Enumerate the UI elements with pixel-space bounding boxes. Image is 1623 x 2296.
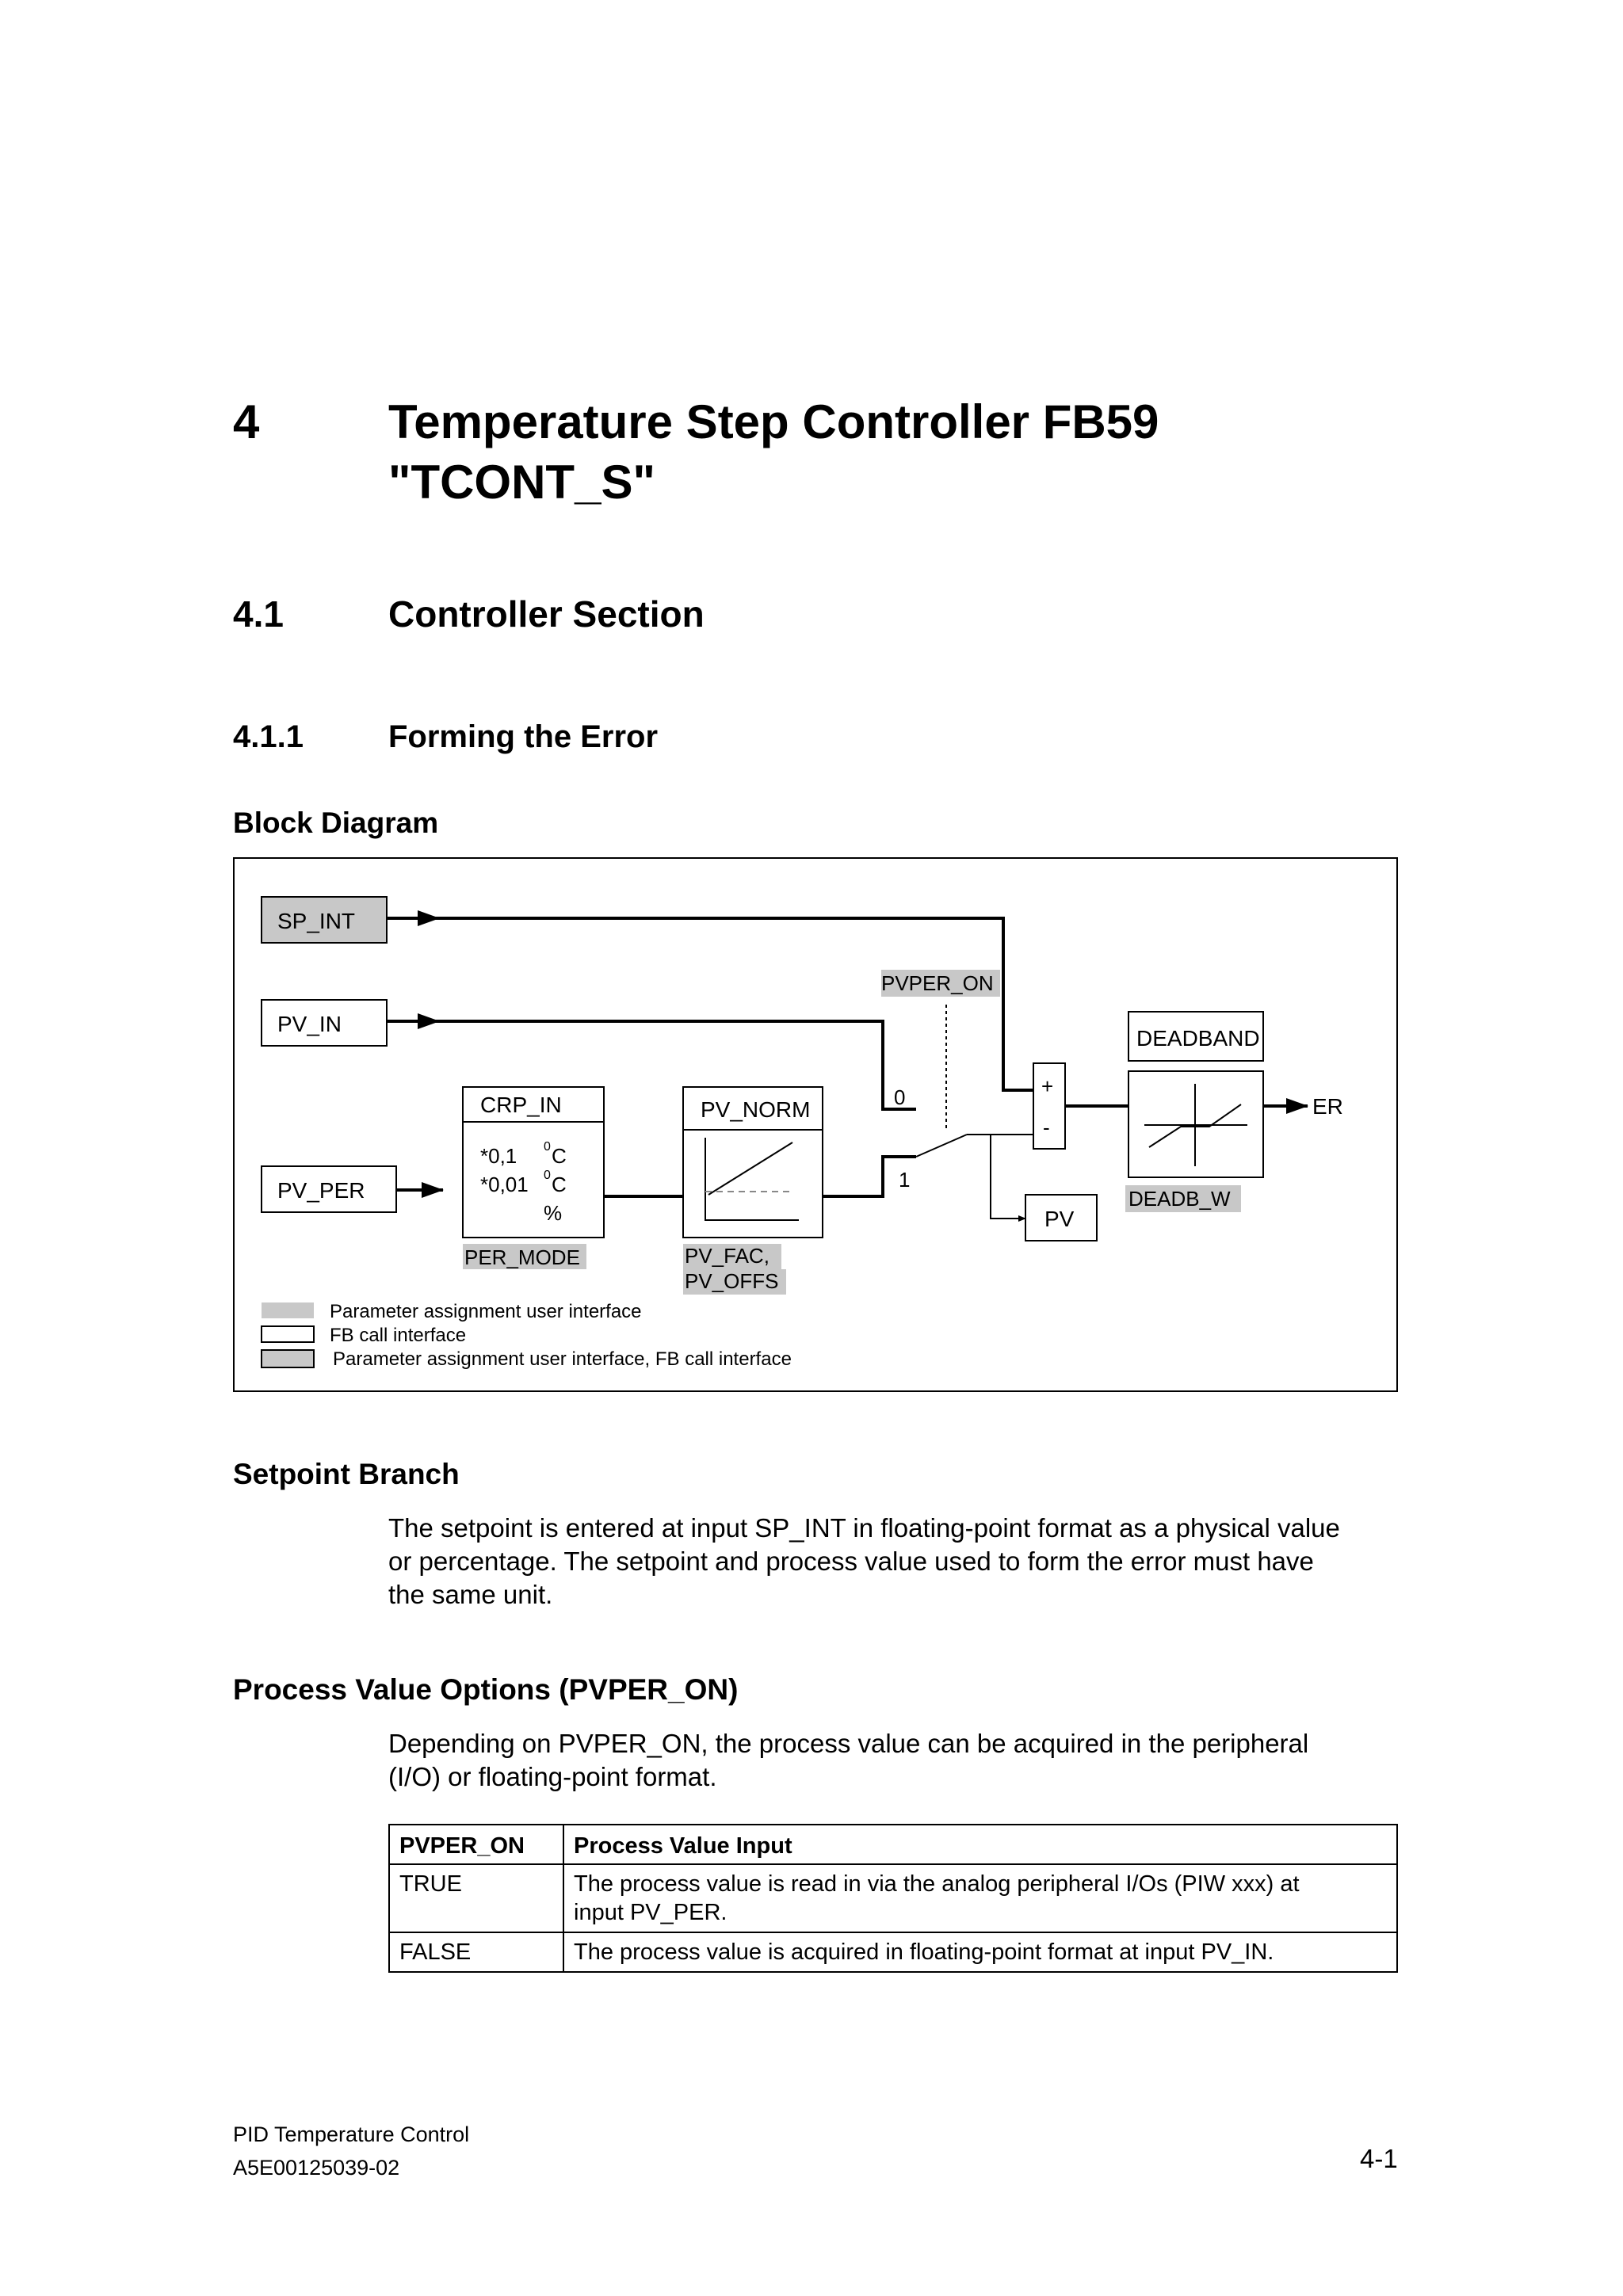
legend: Parameter assignment user interface FB c… (261, 1301, 792, 1370)
table-cell-line: The process value is read in via the ana… (574, 1871, 1300, 1897)
table-header-row: PVPER_ON Process Value Input (388, 1824, 1398, 1865)
norm-curve (708, 1142, 793, 1196)
pv-in-label: PV_IN (277, 1012, 342, 1036)
pv-options-line-1: Depending on PVPER_ON, the process value… (388, 1729, 1309, 1758)
switch-0-label: 0 (894, 1085, 905, 1109)
crp-in-block: CRP_IN *0,1 0 C *0,01 0 C % (462, 1086, 605, 1238)
table-row: TRUE The process value is read in via th… (388, 1863, 1398, 1933)
setpoint-branch-heading: Setpoint Branch (233, 1458, 460, 1490)
pv-norm-block: PV_NORM (682, 1086, 823, 1238)
table-cell-value: The process value is read in via the ana… (563, 1863, 1398, 1933)
pv-per-label: PV_PER (277, 1178, 365, 1203)
crp-factor-1: *0,1 (480, 1144, 517, 1168)
section-title: Controller Section (388, 593, 705, 635)
pv-fac-label: PV_FAC, (685, 1244, 769, 1268)
deadband-label: DEADBAND (1136, 1026, 1260, 1051)
deadband-curve (1148, 1104, 1242, 1148)
pv-options-text: Depending on PVPER_ON, the process value… (388, 1727, 1419, 1794)
pv-in-block: PV_IN (261, 999, 388, 1047)
diagram-frame (233, 857, 1398, 1392)
pv-options-line-2: (I/O) or floating-point format. (388, 1762, 717, 1791)
pv-norm-label: PV_NORM (701, 1097, 810, 1122)
legend-item-fb: FB call interface (330, 1325, 466, 1346)
subsection-number: 4.1.1 (233, 719, 304, 754)
setpoint-branch-text: The setpoint is entered at input SP_INT … (388, 1512, 1419, 1611)
pv-branch-wire (990, 1135, 1014, 1219)
table-cell-key: TRUE (388, 1863, 564, 1933)
crp-unit-1: C (552, 1144, 567, 1168)
table-cell-value: The process value is acquired in floatin… (563, 1932, 1398, 1973)
legend-item-param: Parameter assignment user interface (330, 1301, 642, 1322)
setpoint-line-2: or percentage. The setpoint and process … (388, 1547, 1314, 1576)
chapter-title-line2: "TCONT_S" (388, 456, 655, 509)
subsection-title: Forming the Error (388, 719, 659, 754)
table-cell-line: input PV_PER. (574, 1900, 727, 1925)
pv-in-wire (439, 1020, 916, 1111)
pvper-on-label: PVPER_ON (881, 971, 994, 995)
per-mode-label: PER_MODE (464, 1245, 580, 1269)
pvper-on-table: PVPER_ON Process Value Input TRUE The pr… (388, 1824, 1398, 1973)
sum-minus: - (1043, 1116, 1050, 1139)
pv-offs-label: PV_OFFS (685, 1269, 778, 1293)
table-header-value: Process Value Input (563, 1824, 1398, 1865)
crp-in-label: CRP_IN (480, 1093, 562, 1117)
table-cell-line: The process value is acquired in floatin… (574, 1939, 1274, 1965)
table-header-key: PVPER_ON (388, 1824, 564, 1865)
sp-int-block: SP_INT (261, 896, 388, 944)
deadband-block: DEADBAND (1128, 1011, 1264, 1178)
block-diagram: SP_INT PV_IN PV_PER CRP_IN *0,1 0 C *0,0… (233, 857, 1398, 1392)
pv-options-heading: Process Value Options (PVPER_ON) (233, 1673, 739, 1706)
pv-out-label: PV (1044, 1207, 1075, 1231)
block-diagram-heading: Block Diagram (233, 807, 439, 839)
crp-factor-2: *0,01 (480, 1173, 529, 1196)
switch-lever (915, 1134, 968, 1158)
sum-plus: + (1041, 1074, 1053, 1098)
summing-block: + - (1033, 1062, 1066, 1150)
footer-doc-number: A5E00125039-02 (233, 2156, 400, 2180)
chapter-title-line1: Temperature Step Controller FB59 (388, 395, 1159, 448)
pv-per-block: PV_PER (261, 1165, 397, 1213)
setpoint-line-3: the same unit. (388, 1580, 553, 1609)
crp-percent: % (544, 1201, 562, 1225)
setpoint-line-1: The setpoint is entered at input SP_INT … (388, 1513, 1340, 1543)
crp-sup-1: 0 (544, 1140, 551, 1154)
section-number: 4.1 (233, 593, 284, 635)
pv-out-block: PV (1025, 1194, 1098, 1241)
sp-int-label: SP_INT (277, 909, 355, 933)
norm-to-switch-wire (823, 1155, 916, 1198)
legend-item-both: Parameter assignment user interface, FB … (333, 1348, 792, 1370)
deadb-w-label: DEADB_W (1128, 1187, 1231, 1211)
switch-1-label: 1 (899, 1168, 910, 1192)
table-cell-key: FALSE (388, 1932, 564, 1973)
crp-unit-2: C (552, 1173, 567, 1196)
footer-page-number: 4-1 (1360, 2144, 1398, 2173)
footer-doc-title: PID Temperature Control (233, 2122, 470, 2146)
er-label: ER (1312, 1094, 1343, 1119)
chapter-number: 4 (233, 395, 260, 448)
crp-sup-2: 0 (544, 1169, 551, 1182)
table-row: FALSE The process value is acquired in f… (388, 1932, 1398, 1973)
sp-int-wire (439, 917, 1033, 1092)
